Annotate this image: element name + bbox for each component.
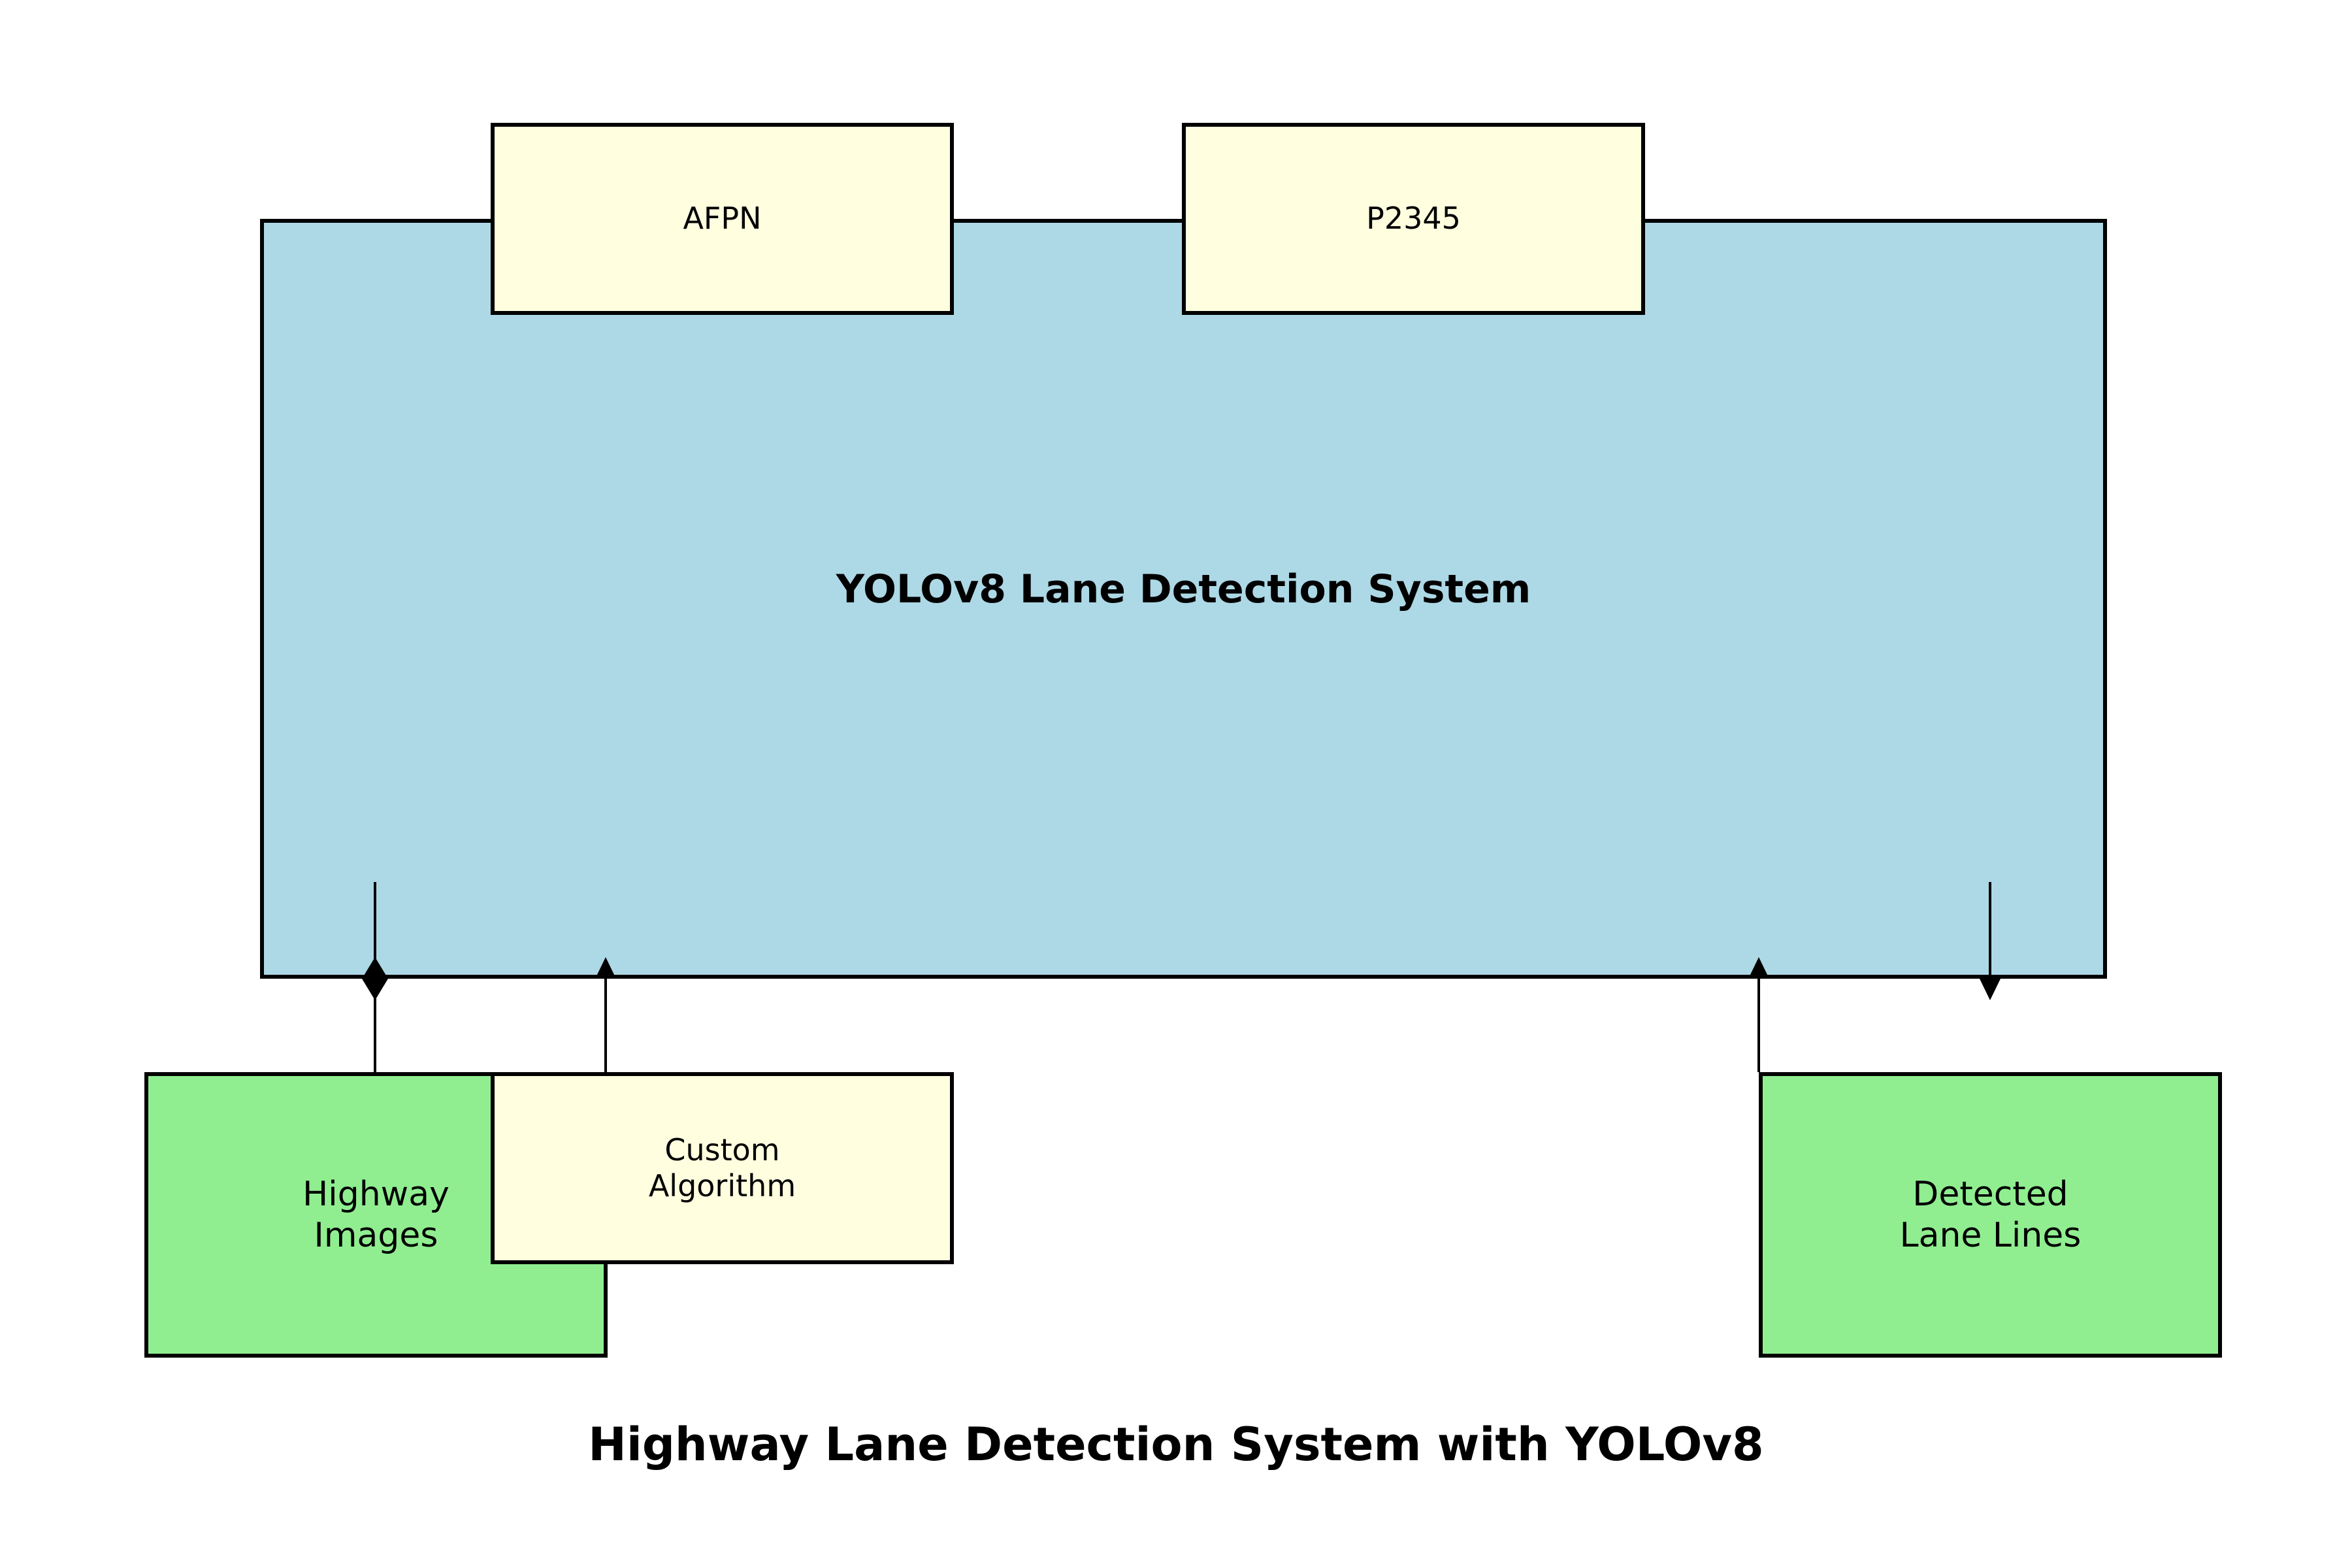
afpn-module-box: AFPN [491, 123, 954, 315]
yolov8-system-box: YOLOv8 Lane Detection System [260, 219, 2107, 979]
p2345-module-box: P2345 [1182, 123, 1645, 315]
p2345-module-label: P2345 [1366, 201, 1461, 237]
down-arrowhead-icon [1980, 979, 2001, 1000]
detected-lane-lines-box: Detected Lane Lines [1759, 1072, 2222, 1358]
afpn-module-label: AFPN [683, 201, 762, 237]
detected-lane-lines-label: Detected Lane Lines [1899, 1175, 2082, 1255]
custom-algorithm-label: Custom Algorithm [648, 1132, 796, 1203]
custom-algorithm-box: Custom Algorithm [491, 1072, 954, 1264]
yolov8-system-label: YOLOv8 Lane Detection System [836, 566, 1531, 612]
diagram-title: Highway Lane Detection System with YOLOv… [588, 1418, 1764, 1471]
highway-images-label: Highway Images [302, 1175, 449, 1255]
